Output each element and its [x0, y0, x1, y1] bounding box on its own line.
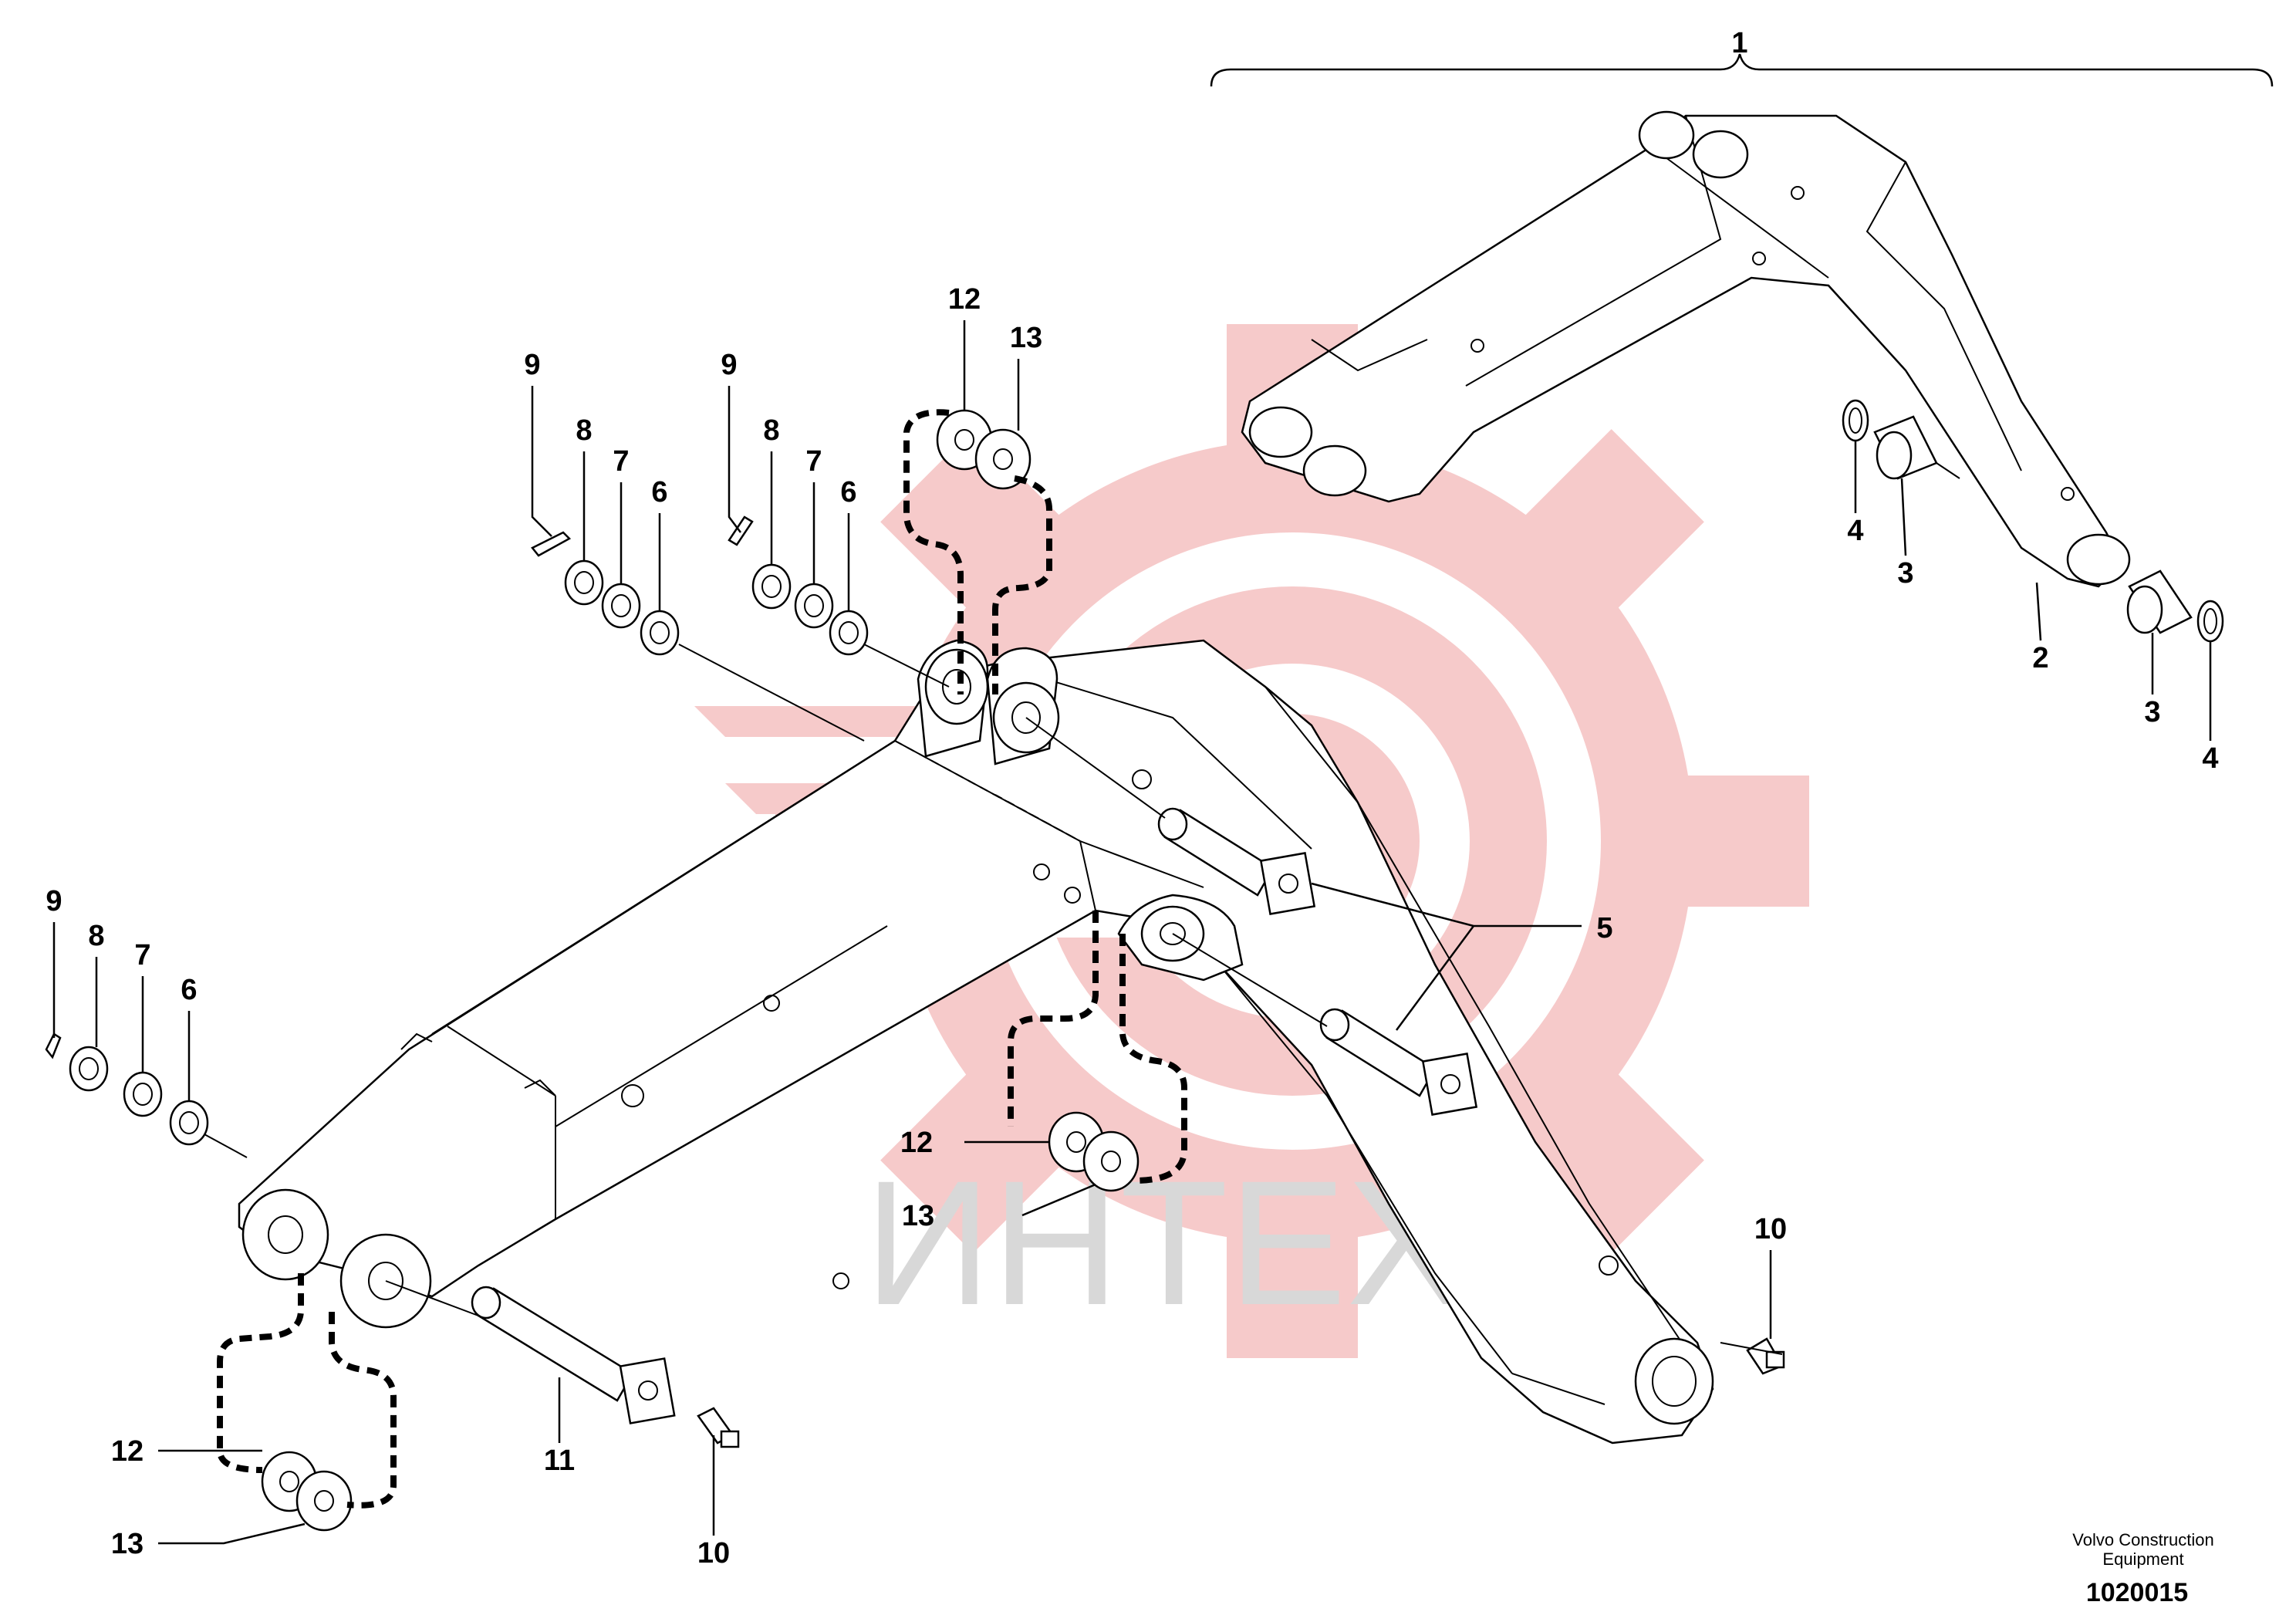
callout-11: 11: [544, 1445, 575, 1477]
washer-item-7-upper-left: [601, 583, 641, 629]
callout-7-upper-mid: 7: [805, 445, 822, 478]
grease-nipple-item-10-left: [697, 1407, 740, 1448]
callout-7-upper-left: 7: [613, 445, 629, 478]
pin-item-5-lower: [1319, 1008, 1478, 1116]
callout-5: 5: [1596, 912, 1612, 944]
callout-12-lower: 12: [111, 1435, 144, 1468]
washer-item-6-upper-mid: [829, 610, 869, 656]
assembly-lines: [204, 644, 1783, 1355]
callout-4-upper: 4: [1847, 515, 1863, 547]
callout-10-left: 10: [697, 1537, 730, 1570]
bushing-item-3-lower: [2126, 569, 2193, 634]
callout-9-lower: 9: [46, 885, 62, 917]
callout-13-mid: 13: [902, 1200, 934, 1232]
callout-8-lower: 8: [88, 920, 104, 952]
callout-6-upper-left: 6: [651, 476, 667, 509]
grease-nipple-item-10-right: [1746, 1337, 1785, 1375]
bracket-item-1: [1210, 53, 2274, 87]
callout-2: 2: [2032, 642, 2048, 674]
shim-item-13-top: [974, 428, 1032, 490]
callout-3-lower: 3: [2144, 696, 2160, 728]
boom-top-lugs: [917, 639, 1060, 765]
footer-mark: Volvo Construction Equipment 1020015: [2072, 1530, 2213, 1607]
cotter-pin-item-9-lower: [45, 1032, 62, 1059]
callout-9-upper-mid: 9: [721, 349, 737, 381]
cotter-pin-item-9-upper-left: [531, 531, 572, 557]
callout-4-lower: 4: [2202, 742, 2218, 775]
callout-8-upper-left: 8: [576, 414, 592, 447]
callouts: 1 2 3 3 4 4 5 6 6 6 7 7 7 8 8 8 9 9 9 10…: [46, 27, 2218, 1570]
pin-item-11: [471, 1286, 676, 1424]
washer-item-8-upper-mid: [751, 563, 792, 610]
dashed-assembly-routes: [217, 409, 1187, 1509]
callout-12-top: 12: [948, 283, 981, 316]
boom-assembly-overview: [1241, 110, 2131, 588]
washer-item-6-upper-left: [640, 610, 680, 656]
washer-item-8-upper-left: [564, 559, 604, 606]
washer-item-6-lower: [169, 1100, 209, 1146]
callout-10-right: 10: [1754, 1213, 1787, 1245]
leader-lines: [52, 320, 2212, 1545]
footer-company-line2: Equipment: [2102, 1549, 2183, 1569]
callout-3-upper: 3: [1897, 557, 1913, 590]
washer-item-7-lower: [123, 1071, 163, 1117]
callout-13-lower: 13: [111, 1528, 144, 1560]
boom-left-lugs: [241, 1032, 556, 1329]
callout-1: 1: [1731, 27, 1747, 59]
callout-6-upper-mid: 6: [840, 476, 856, 509]
washer-item-7-upper-mid: [794, 583, 834, 629]
callout-9-upper-left: 9: [524, 349, 540, 381]
washer-item-8-lower: [69, 1046, 109, 1092]
callout-6-lower: 6: [181, 974, 197, 1006]
ring-item-4-upper: [1842, 399, 1869, 442]
shim-item-13-mid: [1082, 1130, 1140, 1192]
boom-main: [238, 639, 1714, 1445]
footer-company-line1: Volvo Construction: [2072, 1530, 2213, 1549]
callout-7-lower: 7: [134, 939, 150, 972]
shim-item-13-lower: [295, 1470, 353, 1532]
drawing-number: 1020015: [2086, 1578, 2188, 1607]
callout-8-upper-mid: 8: [763, 414, 779, 447]
bushing-item-3-upper: [1873, 415, 1938, 480]
ring-item-4-lower: [2196, 600, 2224, 643]
pin-item-5-upper: [1157, 807, 1316, 915]
callout-13-top: 13: [1010, 322, 1042, 354]
callout-12-mid: 12: [900, 1127, 933, 1159]
